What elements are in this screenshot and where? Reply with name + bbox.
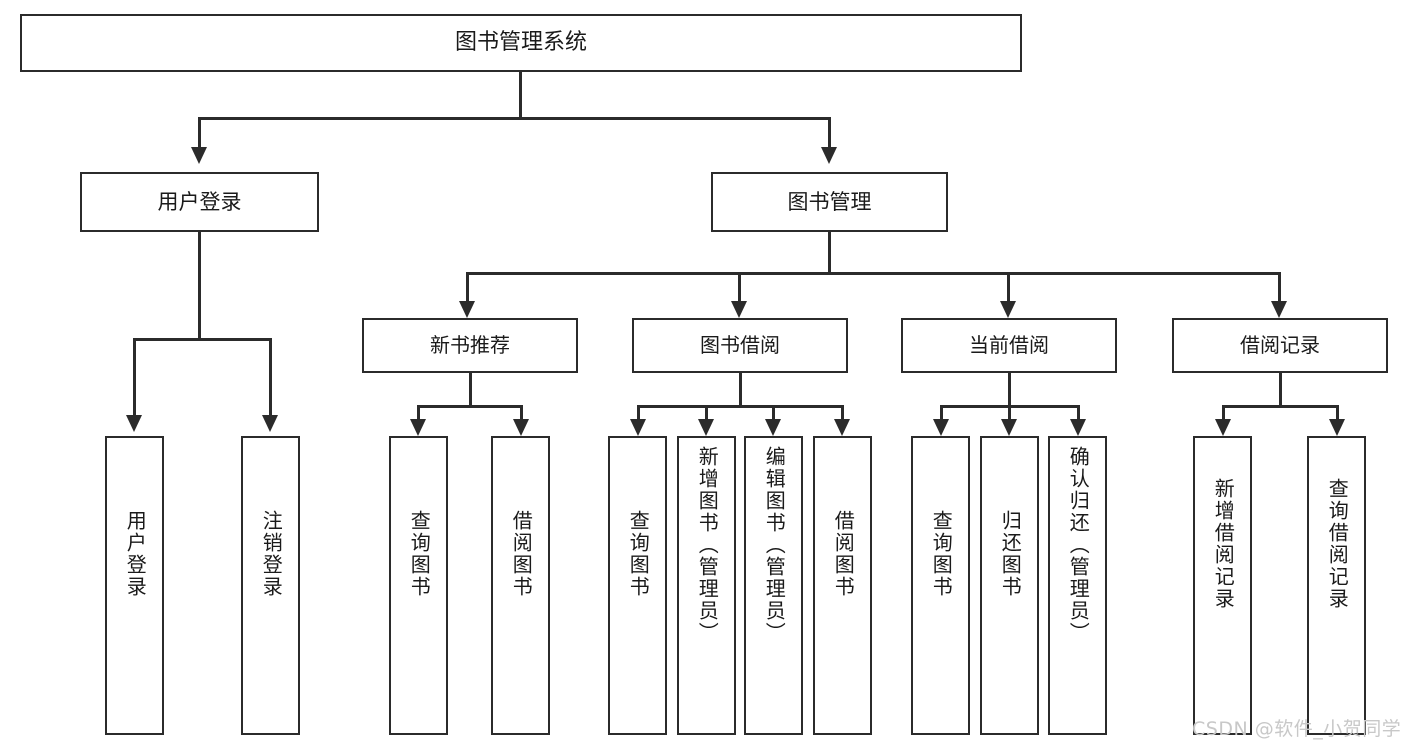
arrowhead-current-borrow-child-3 (1070, 419, 1086, 436)
node-book-management[interactable]: 图书管理 (711, 172, 948, 232)
connector-new-book-child-1 (417, 405, 420, 419)
connector-borrow-records-child-2 (1336, 405, 1339, 419)
connector-book-borrow-bar (637, 405, 844, 408)
arrowhead-borrow-records-child-2 (1329, 419, 1345, 436)
arrowhead-current-borrow-child-1 (933, 419, 949, 436)
arrowhead-to-user-login (191, 147, 207, 164)
leaf-user-login-login[interactable]: 用户登录 (105, 436, 164, 735)
leaf-new-book-borrow-label: 借阅图书 (509, 510, 534, 598)
node-root-system-label: 图书管理系统 (454, 30, 587, 56)
leaf-current-borrow-confirm[interactable]: 确认归还（管理员） (1048, 436, 1107, 735)
connector-current-borrow-child-1 (940, 405, 943, 419)
leaf-book-borrow-borrow[interactable]: 借阅图书 (813, 436, 872, 735)
connector-user-login-stem (198, 232, 201, 340)
arrowhead-to-current-borrow (1000, 301, 1016, 318)
leaf-current-borrow-return[interactable]: 归还图书 (980, 436, 1039, 735)
connector-new-book-stem (469, 373, 472, 407)
leaf-book-borrow-query-label: 查询图书 (626, 510, 651, 598)
leaf-borrow-records-add[interactable]: 新增借阅记录 (1193, 436, 1252, 735)
node-book-management-label: 图书管理 (787, 189, 872, 214)
connector-book-borrow-stem (739, 373, 742, 407)
node-current-borrow[interactable]: 当前借阅 (901, 318, 1117, 373)
arrowhead-book-borrow-child-2 (698, 419, 714, 436)
connector-book-management-stem (828, 232, 831, 274)
leaf-book-borrow-borrow-label: 借阅图书 (831, 510, 856, 598)
node-root-system[interactable]: 图书管理系统 (20, 14, 1022, 72)
connector-to-book-management (828, 117, 831, 147)
node-borrow-records-label: 借阅记录 (1240, 332, 1320, 357)
connector-borrow-records-bar (1222, 405, 1339, 408)
leaf-user-login-logout-label: 注销登录 (259, 510, 284, 598)
connector-current-borrow-child-3 (1077, 405, 1080, 419)
node-book-borrow[interactable]: 图书借阅 (632, 318, 848, 373)
connector-book-borrow-child-2 (705, 405, 708, 419)
arrowhead-user-login-child-1 (126, 415, 142, 432)
connector-to-new-book (466, 272, 469, 301)
arrowhead-current-borrow-child-2 (1001, 419, 1017, 436)
leaf-book-borrow-query[interactable]: 查询图书 (608, 436, 667, 735)
arrowhead-to-borrow-records (1271, 301, 1287, 318)
leaf-user-login-logout[interactable]: 注销登录 (241, 436, 300, 735)
connector-new-book-bar (417, 405, 523, 408)
arrowhead-new-book-child-1 (410, 419, 426, 436)
node-book-borrow-label: 图书借阅 (700, 332, 780, 357)
connector-user-login-child-1 (133, 338, 136, 415)
node-new-book-recommend[interactable]: 新书推荐 (362, 318, 578, 373)
connector-level3-bar (466, 272, 1281, 275)
arrowhead-book-borrow-child-1 (630, 419, 646, 436)
leaf-book-borrow-edit[interactable]: 编辑图书（管理员） (744, 436, 803, 735)
leaf-borrow-records-add-label: 新增借阅记录 (1211, 478, 1236, 610)
leaf-book-borrow-edit-label: 编辑图书（管理员） (762, 446, 787, 644)
leaf-borrow-records-query-label: 查询借阅记录 (1325, 478, 1350, 610)
connector-level2-bar (198, 117, 831, 120)
connector-user-login-child-2 (269, 338, 272, 415)
leaf-new-book-borrow[interactable]: 借阅图书 (491, 436, 550, 735)
arrowhead-book-borrow-child-4 (834, 419, 850, 436)
node-user-login[interactable]: 用户登录 (80, 172, 319, 232)
connector-user-login-bar (133, 338, 272, 341)
leaf-new-book-query-label: 查询图书 (407, 510, 432, 598)
arrowhead-to-new-book (459, 301, 475, 318)
node-user-login-label: 用户登录 (157, 189, 242, 214)
connector-to-user-login (198, 117, 201, 147)
connector-to-borrow-records (1278, 272, 1281, 301)
connector-book-borrow-child-1 (637, 405, 640, 419)
connector-book-borrow-child-4 (841, 405, 844, 419)
arrowhead-new-book-child-2 (513, 419, 529, 436)
arrowhead-user-login-child-2 (262, 415, 278, 432)
node-current-borrow-label: 当前借阅 (969, 332, 1049, 357)
node-new-book-recommend-label: 新书推荐 (430, 332, 510, 357)
leaf-current-borrow-confirm-label: 确认归还（管理员） (1066, 446, 1091, 644)
connector-root-stem (519, 72, 522, 118)
connector-to-book-borrow (738, 272, 741, 301)
connector-new-book-child-2 (520, 405, 523, 419)
leaf-borrow-records-query[interactable]: 查询借阅记录 (1307, 436, 1366, 735)
leaf-new-book-query[interactable]: 查询图书 (389, 436, 448, 735)
arrowhead-borrow-records-child-1 (1215, 419, 1231, 436)
connector-current-borrow-stem (1008, 373, 1011, 407)
leaf-current-borrow-query-label: 查询图书 (929, 510, 954, 598)
leaf-book-borrow-add[interactable]: 新增图书（管理员） (677, 436, 736, 735)
connector-current-borrow-child-2 (1008, 405, 1011, 419)
connector-to-current-borrow (1007, 272, 1010, 301)
leaf-current-borrow-return-label: 归还图书 (998, 510, 1023, 598)
leaf-book-borrow-add-label: 新增图书（管理员） (695, 446, 720, 644)
leaf-user-login-login-label: 用户登录 (123, 510, 148, 598)
connector-borrow-records-stem (1279, 373, 1282, 407)
node-borrow-records[interactable]: 借阅记录 (1172, 318, 1388, 373)
arrowhead-book-borrow-child-3 (765, 419, 781, 436)
arrowhead-to-book-borrow (731, 301, 747, 318)
leaf-current-borrow-query[interactable]: 查询图书 (911, 436, 970, 735)
connector-borrow-records-child-1 (1222, 405, 1225, 419)
connector-book-borrow-child-3 (772, 405, 775, 419)
arrowhead-to-book-management (821, 147, 837, 164)
